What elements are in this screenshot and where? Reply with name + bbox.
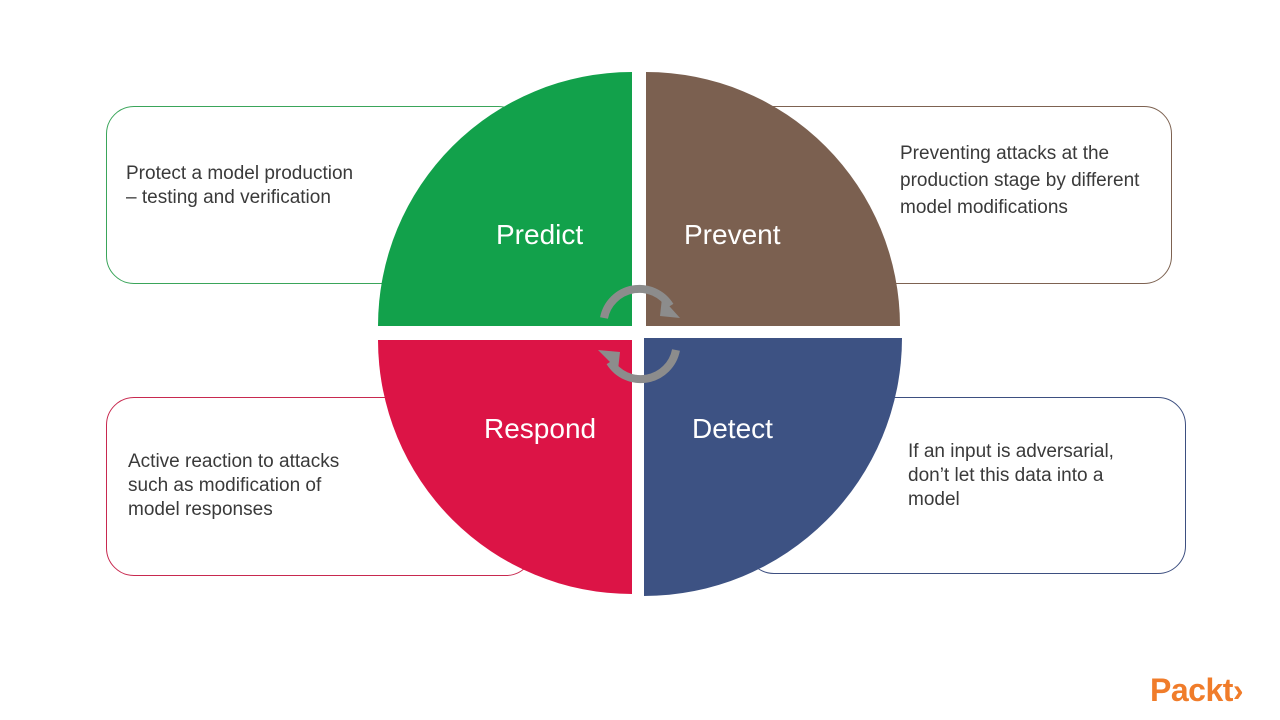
detect-label: Detect [692,413,773,444]
respond-label: Respond [484,413,597,444]
predict-description: Protect a model production – testing and… [126,163,354,208]
cycle-arrows-icon [598,284,680,384]
prevent-quadrant [646,72,900,326]
predict-label: Predict [496,219,584,250]
packt-logo: Packt› [1150,672,1244,708]
detect-quadrant [644,338,902,596]
prevent-description: Preventing attacks at the production sta… [900,143,1140,218]
predict-quadrant [378,72,632,326]
prevent-label: Prevent [684,219,781,250]
respond-description: Active reaction to attacks such as modif… [128,451,340,520]
respond-quadrant [378,340,632,594]
detect-description: If an input is adversarial, don’t let th… [908,441,1114,510]
